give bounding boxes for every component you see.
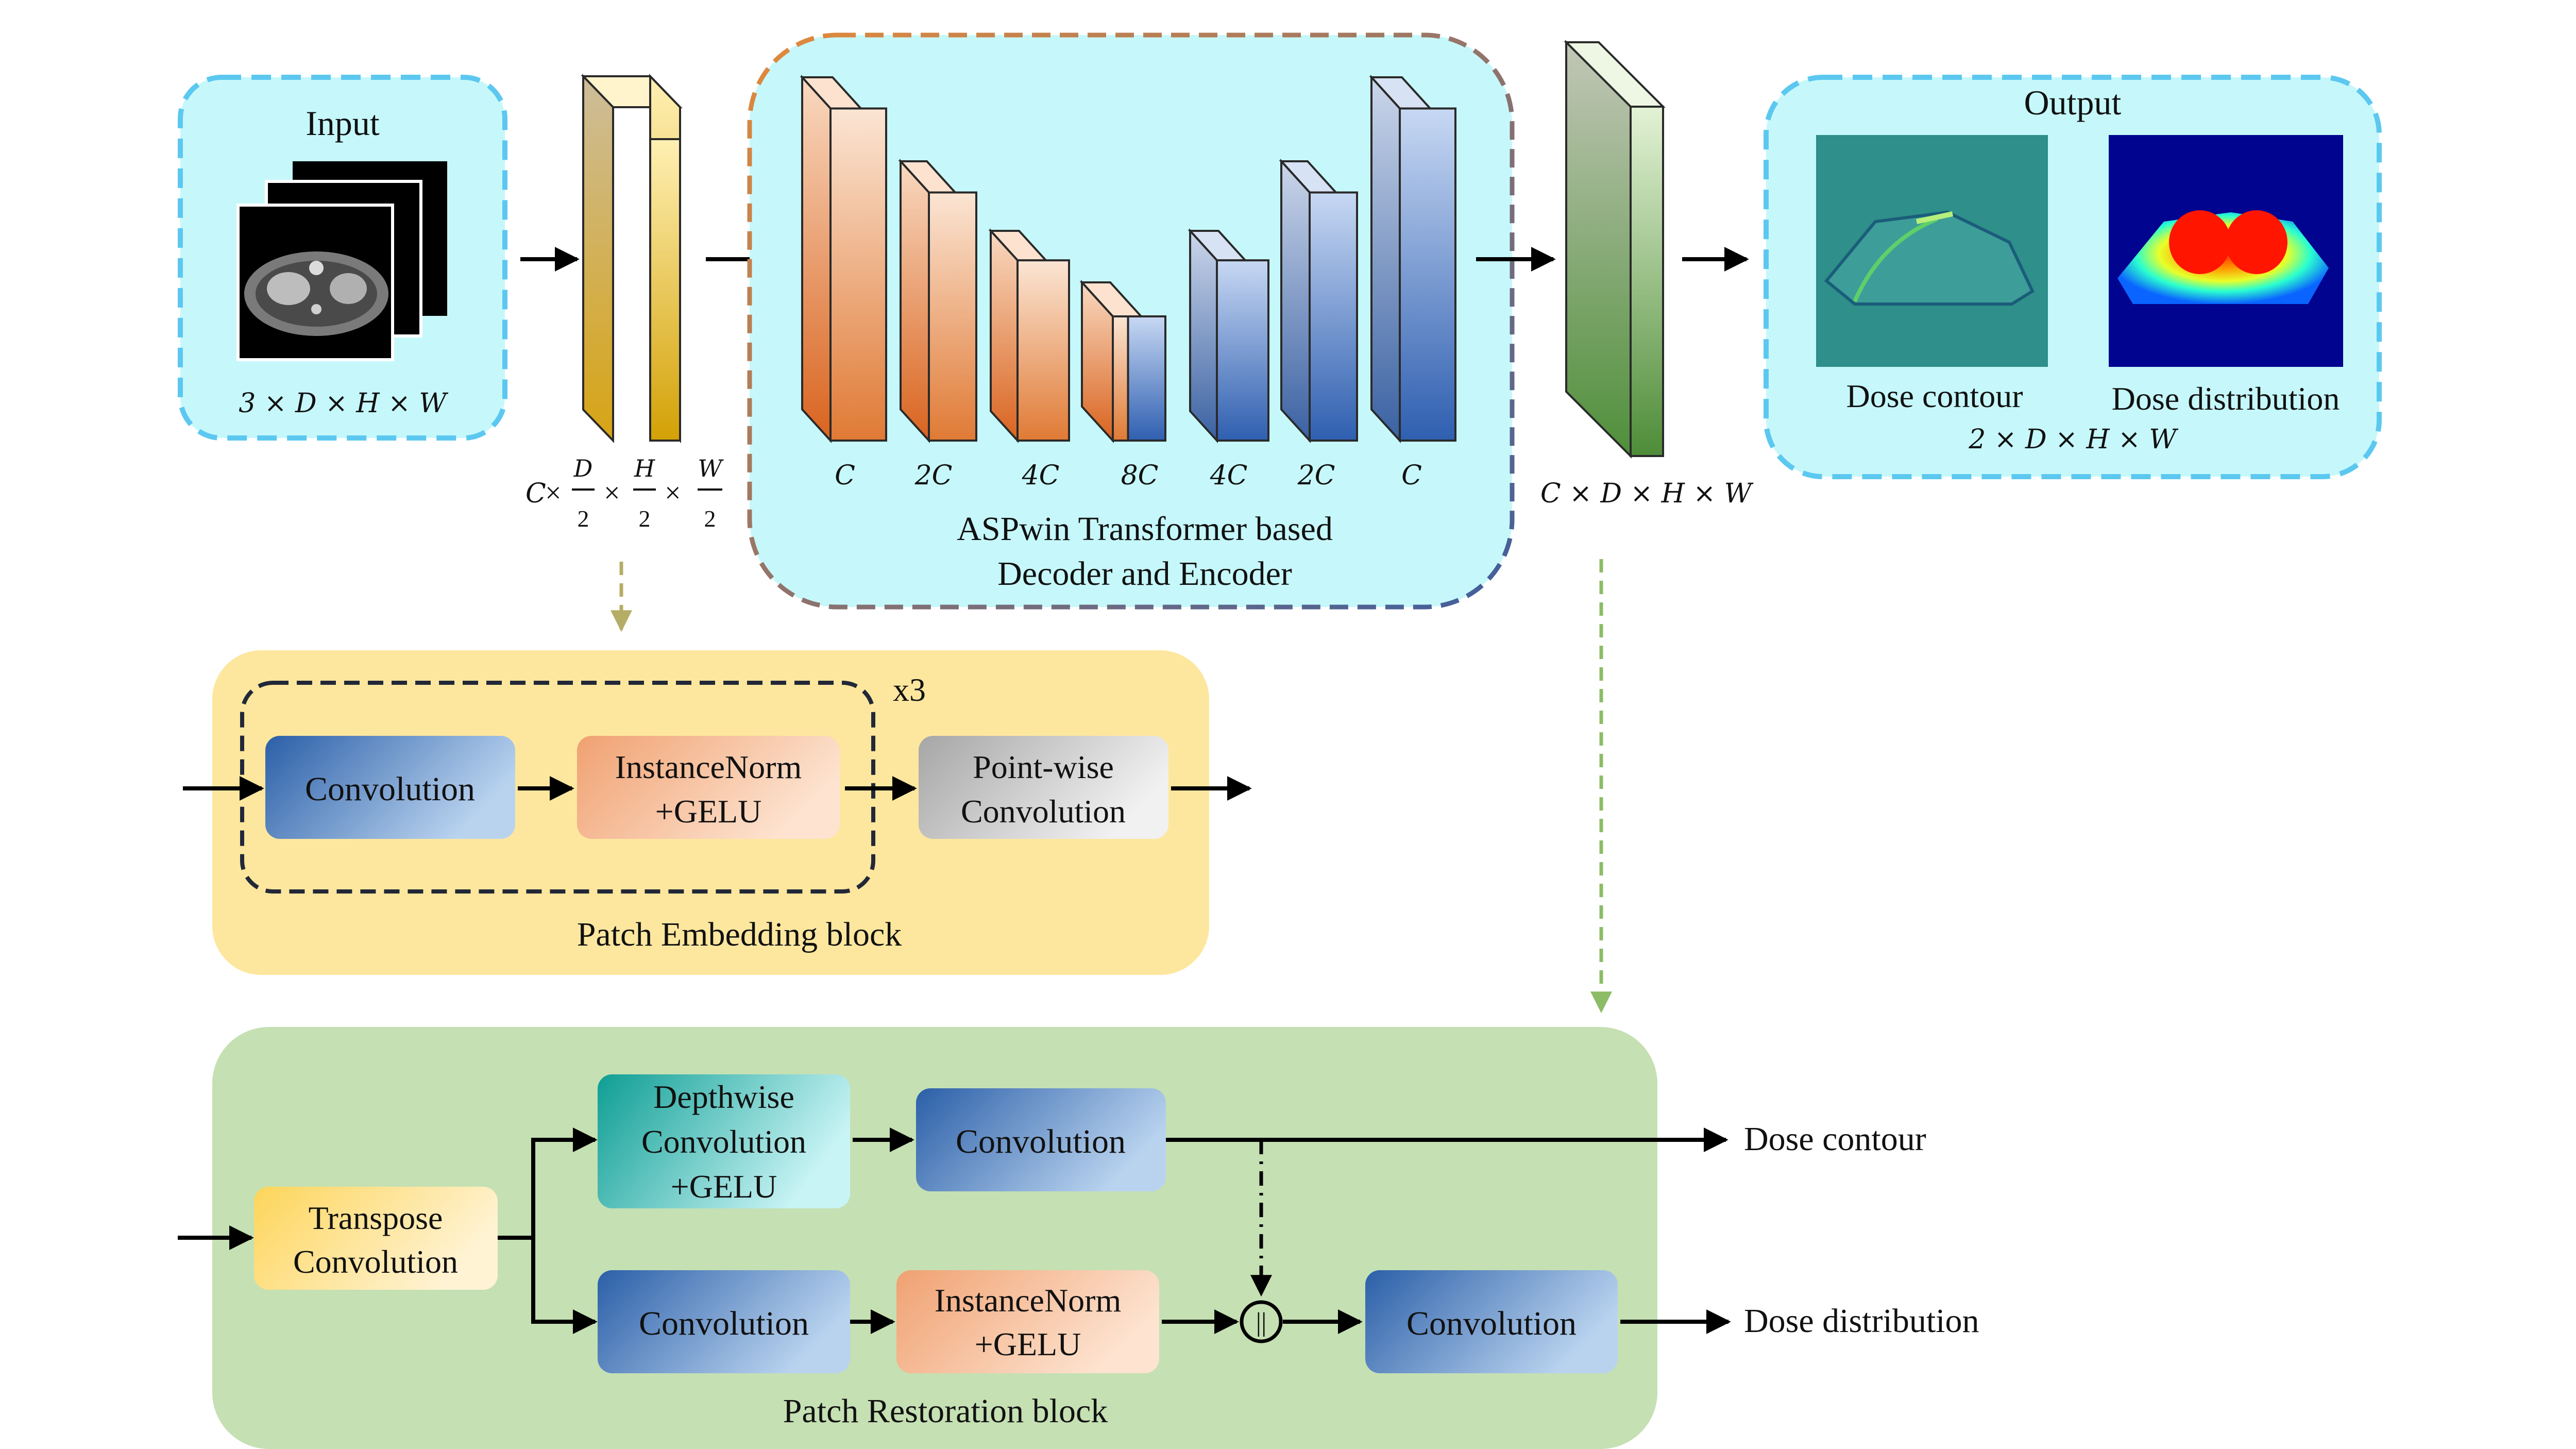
channel-label: 8C xyxy=(1121,460,1159,491)
transpose-conv-line2: Convolution xyxy=(293,1243,458,1280)
unet-block-front-face xyxy=(1280,158,1311,444)
restore-norm-line1: InstanceNorm xyxy=(935,1282,1122,1319)
fork-top-arrow xyxy=(531,1127,598,1238)
embed-norm-line1: InstanceNorm xyxy=(615,749,802,785)
unet-block xyxy=(1279,158,1358,444)
channel-label: 2C xyxy=(914,460,953,491)
unet-block xyxy=(800,74,887,444)
svg-text:2: 2 xyxy=(639,506,651,532)
svg-text:H: H xyxy=(634,454,655,482)
svg-text:C: C xyxy=(526,478,546,509)
svg-text:×: × xyxy=(545,477,562,509)
restore-norm-line2: +GELU xyxy=(975,1326,1081,1362)
unet-channel-labels: C 2C 4C 8C 4C 2C C xyxy=(835,460,1422,491)
svg-text:×: × xyxy=(665,477,681,509)
restore-bottom-conv-label: Convolution xyxy=(639,1305,809,1342)
unet-title-line2: Decoder and Encoder xyxy=(997,555,1292,593)
unet-block-front-face xyxy=(990,228,1019,444)
embedding-feature-block xyxy=(581,74,683,443)
restore-bottom-conv-block xyxy=(598,1270,850,1373)
transpose-conv-block xyxy=(254,1187,498,1290)
restore-norm-block xyxy=(896,1270,1159,1373)
embed-shape: C × D 2 × H 2 × W 2 xyxy=(526,454,724,532)
restore-final-conv-label: Convolution xyxy=(1406,1305,1577,1342)
restore-final-conv-block xyxy=(1365,1270,1618,1373)
depthwise-line2: Convolution xyxy=(641,1123,806,1160)
unet-block-side-face xyxy=(928,191,977,442)
channel-label: C xyxy=(835,460,855,491)
unet-block-front-face xyxy=(1189,228,1218,444)
unet-block-side-face xyxy=(1399,107,1456,442)
dose-contour-image xyxy=(1816,135,2048,367)
unet-block xyxy=(988,228,1070,444)
restore-shape: C × D × H × W xyxy=(1540,478,1754,509)
unet-blocks xyxy=(800,74,1456,444)
unet-block-side-face xyxy=(1127,315,1166,442)
svg-text:W: W xyxy=(698,454,724,482)
embed-pointwise-line2: Convolution xyxy=(961,793,1126,830)
embed-norm-line2: +GELU xyxy=(655,793,762,830)
transpose-conv-line1: Transpose xyxy=(309,1200,443,1236)
concat-node xyxy=(1240,1300,1283,1343)
unet-block xyxy=(1079,279,1166,444)
unet-block xyxy=(1188,228,1269,444)
restore-top-conv-label: Convolution xyxy=(956,1123,1126,1160)
fork-bottom-arrow xyxy=(531,1238,598,1334)
output-title: Output xyxy=(2024,83,2122,122)
embed-convolution-label: Convolution xyxy=(305,770,475,808)
concat-symbol: || xyxy=(1256,1308,1267,1337)
unet-block xyxy=(898,158,977,444)
embed-convolution-block xyxy=(265,736,515,839)
unet-block-front-face xyxy=(1370,74,1401,444)
depthwise-line3: +GELU xyxy=(671,1168,777,1205)
unet-block-front-face xyxy=(900,158,930,444)
embed-pointwise-line1: Point-wise xyxy=(973,749,1114,785)
unet-block-side-face xyxy=(829,107,887,442)
unet-title-line1: ASPwin Transformer based xyxy=(957,510,1333,548)
restore-out-contour: Dose contour xyxy=(1744,1120,1926,1158)
dose-distribution-image xyxy=(2109,135,2343,367)
unet-block-side-face xyxy=(1309,191,1358,442)
output-contour-label: Dose contour xyxy=(1846,378,2023,414)
channel-label: 4C xyxy=(1022,460,1060,491)
unet-block-side-face xyxy=(1016,259,1070,442)
svg-text:D: D xyxy=(573,454,593,482)
channel-label: C xyxy=(1401,460,1422,491)
depthwise-conv-block xyxy=(598,1074,850,1208)
unet-block-front-face xyxy=(801,74,832,444)
depthwise-line1: Depthwise xyxy=(653,1079,794,1115)
input-shape: 3 × D × H × W xyxy=(239,388,448,419)
svg-text:×: × xyxy=(604,477,620,509)
svg-text:2: 2 xyxy=(578,506,589,532)
patch-restoration-title: Patch Restoration block xyxy=(783,1392,1108,1430)
input-title: Input xyxy=(306,104,380,143)
patch-embedding-title: Patch Embedding block xyxy=(577,916,902,953)
repeat-label: x3 xyxy=(893,671,926,708)
channel-label: 2C xyxy=(1297,460,1335,491)
unet-block-side-face xyxy=(1216,259,1269,442)
ct-slice-stack xyxy=(236,161,447,361)
unet-block-side-face xyxy=(1112,315,1129,442)
restore-top-conv-block xyxy=(916,1088,1166,1191)
restoration-feature-block xyxy=(1564,40,1666,459)
output-shape: 2 × D × H × W xyxy=(1968,424,2178,455)
svg-text:2: 2 xyxy=(704,506,716,532)
embed-norm-block xyxy=(577,736,840,839)
output-distribution-label: Dose distribution xyxy=(2112,380,2340,417)
embed-pointwise-block xyxy=(919,736,1168,839)
unet-block xyxy=(1369,74,1456,444)
restore-out-distribution: Dose distribution xyxy=(1744,1302,1979,1340)
channel-label: 4C xyxy=(1210,460,1248,491)
